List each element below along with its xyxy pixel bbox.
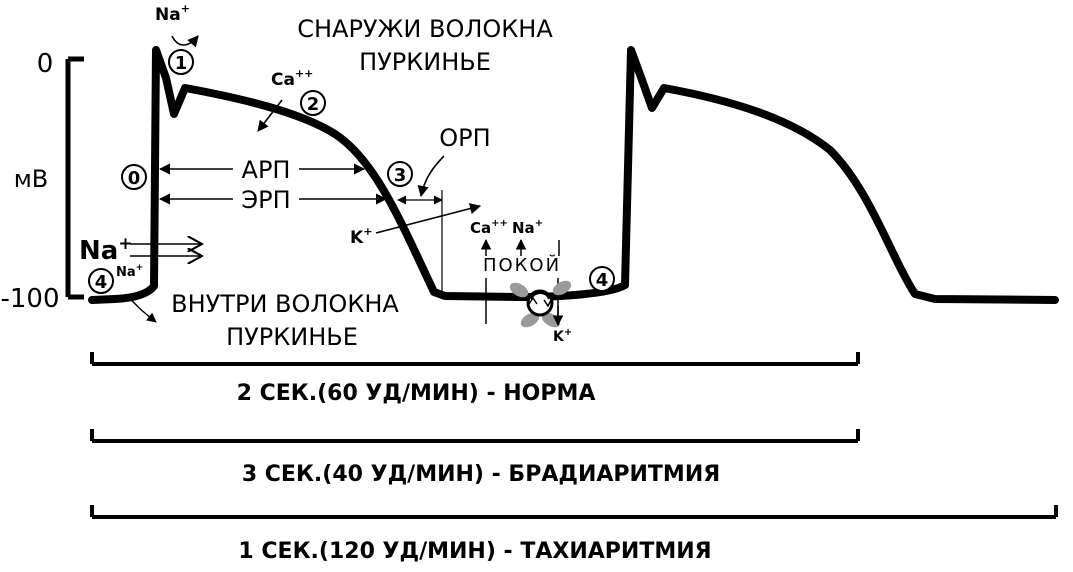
interval-bracket-tachy bbox=[90, 505, 1058, 519]
voltage-axis bbox=[65, 56, 84, 300]
interval-label-brady: 3 СЕК.(40 УД/МИН) - БРАДИАРИТМИЯ bbox=[242, 462, 720, 487]
phase-marker-0: 0 bbox=[121, 164, 147, 190]
k-efflux-arrow-icon bbox=[375, 203, 482, 234]
orp-pointer-arrow-icon bbox=[417, 155, 445, 198]
svg-text:0: 0 bbox=[128, 168, 141, 189]
na-efflux-arrow-icon bbox=[171, 35, 199, 48]
phase-marker-4-left: 4 bbox=[88, 268, 114, 294]
svg-text:3: 3 bbox=[394, 165, 407, 186]
action-potential-curve bbox=[88, 46, 1059, 304]
interval-label-norm: 2 СЕК.(60 УД/МИН) - НОРМА bbox=[237, 381, 596, 406]
rest-label: ПОКОЙ bbox=[483, 254, 561, 276]
ion-na-phase0: Na+ bbox=[79, 234, 133, 266]
ion-na-rest: Na+ bbox=[512, 218, 543, 237]
ion-pump-icon bbox=[509, 280, 572, 328]
interval-label-tachy: 1 СЕК.(120 УД/МИН) - ТАХИАРИТМИЯ bbox=[238, 539, 711, 564]
arp-label-bg bbox=[233, 156, 299, 182]
phase-marker-4-right: 4 bbox=[589, 266, 615, 292]
phase-marker-1: 1 bbox=[168, 49, 194, 75]
outside-label-line1: СНАРУЖИ ВОЛОКНА bbox=[297, 15, 553, 43]
svg-text:4: 4 bbox=[596, 270, 609, 291]
na-leak-arrow-icon bbox=[127, 295, 157, 323]
ion-ca-phase2: Ca++ bbox=[271, 67, 313, 90]
orp-label: ОРП bbox=[439, 124, 490, 152]
phase-marker-2: 2 bbox=[300, 90, 326, 116]
ion-ca-rest: Ca++ bbox=[470, 218, 508, 237]
inside-label-line2: ПУРКИНЬЕ bbox=[226, 323, 358, 351]
interval-bracket-norm bbox=[90, 352, 860, 366]
axis-unit-label: мВ bbox=[14, 165, 49, 193]
axis-tick-minus-100: -100 bbox=[0, 284, 59, 314]
ion-k-phase3: K+ bbox=[350, 225, 372, 248]
ca-influx-arrow-icon bbox=[257, 99, 283, 132]
svg-text:1: 1 bbox=[175, 53, 188, 74]
ion-na-phase1: Na+ bbox=[155, 2, 190, 25]
arp-label: АРП bbox=[242, 156, 291, 184]
phase-marker-3: 3 bbox=[387, 161, 413, 187]
svg-text:4: 4 bbox=[95, 272, 108, 293]
erp-label: ЭРП bbox=[241, 186, 290, 214]
ion-na-phase4: Na+ bbox=[116, 263, 143, 280]
erp-label-bg bbox=[233, 186, 299, 212]
svg-text:2: 2 bbox=[307, 94, 320, 115]
inside-label-line1: ВНУТРИ ВОЛОКНА bbox=[171, 290, 399, 318]
axis-tick-zero: 0 bbox=[37, 49, 54, 79]
outside-label-line2: ПУРКИНЬЕ bbox=[359, 48, 491, 76]
ion-k-rest: K+ bbox=[553, 327, 572, 345]
interval-bracket-brady bbox=[90, 429, 860, 443]
